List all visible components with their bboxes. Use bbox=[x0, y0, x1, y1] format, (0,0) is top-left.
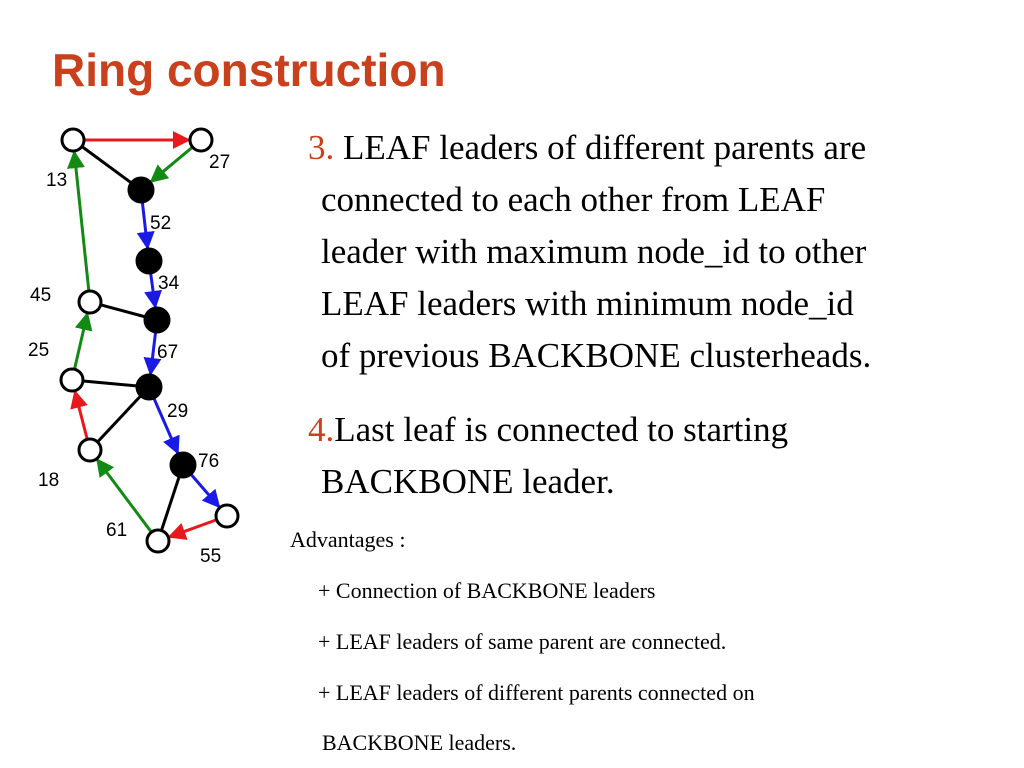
node-13 bbox=[60, 127, 86, 153]
node-label-34: 34 bbox=[158, 273, 180, 294]
node-52 bbox=[127, 176, 155, 204]
node-34 bbox=[135, 247, 163, 275]
edge-n61-n18 bbox=[95, 458, 153, 534]
edge-n13-n52 bbox=[80, 145, 132, 184]
slide-title: Ring construction bbox=[52, 44, 446, 96]
point-number: 3. bbox=[308, 128, 335, 167]
node-29 bbox=[135, 373, 163, 401]
node-label-76: 76 bbox=[198, 451, 219, 472]
point-line: Last leaf is connected to starting bbox=[334, 410, 789, 449]
node-label-27: 27 bbox=[209, 152, 230, 173]
node-label-18: 18 bbox=[38, 470, 59, 491]
edge-n76-n55 bbox=[189, 473, 221, 509]
node-label-13: 13 bbox=[46, 170, 67, 191]
edge-n25-n29 bbox=[82, 379, 137, 388]
node-18 bbox=[77, 437, 103, 463]
node-45 bbox=[77, 289, 103, 315]
edge-n45-n67 bbox=[100, 303, 145, 319]
node-label-55: 55 bbox=[200, 546, 221, 567]
edge-n29-n18 bbox=[97, 394, 142, 443]
edge-n25-n45 bbox=[73, 311, 93, 370]
edge-n76-n61 bbox=[160, 475, 181, 531]
node-67 bbox=[143, 306, 171, 334]
node-label-25: 25 bbox=[28, 340, 49, 361]
point-4: 4.Last leaf is connected to starting BAC… bbox=[308, 404, 1008, 508]
point-line: connected to each other from LEAF bbox=[321, 180, 826, 219]
edge-n27-n52 bbox=[149, 145, 194, 183]
node-label-67: 67 bbox=[157, 342, 178, 363]
point-line: of previous BACKBONE clusterheads. bbox=[321, 336, 872, 375]
edge-n45-n13 bbox=[66, 150, 91, 292]
advantage-item: BACKBONE leaders. bbox=[322, 730, 517, 755]
node-61 bbox=[145, 528, 171, 554]
node-label-29: 29 bbox=[167, 401, 188, 422]
edge-n29-n76 bbox=[152, 397, 180, 455]
node-layer bbox=[59, 127, 240, 554]
label-layer: 13 27 52 34 45 67 25 29 18 76 55 61 bbox=[28, 152, 230, 567]
point-line: LEAF leaders of different parents are bbox=[343, 128, 867, 167]
node-label-61: 61 bbox=[106, 520, 127, 541]
node-label-52: 52 bbox=[150, 213, 171, 234]
edge-n52-n34 bbox=[136, 201, 155, 250]
edge-n67-n29 bbox=[143, 331, 162, 376]
node-25 bbox=[59, 367, 85, 393]
advantages-heading: Advantages : bbox=[290, 527, 406, 552]
node-27 bbox=[188, 127, 214, 153]
edge-n34-n67 bbox=[144, 272, 162, 309]
point-line: BACKBONE leader. bbox=[321, 462, 615, 501]
point-3: 3. LEAF leaders of different parents are… bbox=[308, 122, 1008, 382]
node-76 bbox=[169, 451, 197, 479]
ring-diagram: 13 27 52 34 45 67 25 29 18 76 55 61 bbox=[28, 127, 240, 567]
point-number: 4. bbox=[308, 410, 335, 449]
point-line: LEAF leaders with minimum node_id bbox=[321, 284, 854, 323]
node-label-45: 45 bbox=[30, 285, 51, 306]
point-line: leader with maximum node_id to other bbox=[321, 232, 867, 271]
edge-n55-n61 bbox=[167, 518, 218, 540]
edge-layer bbox=[66, 131, 221, 540]
advantage-item: + LEAF leaders of same parent are connec… bbox=[318, 629, 727, 654]
advantage-item: + Connection of BACKBONE leaders bbox=[318, 578, 656, 603]
advantage-item: + LEAF leaders of different parents conn… bbox=[318, 680, 755, 705]
node-55 bbox=[214, 503, 240, 529]
edge-n18-n25 bbox=[70, 389, 89, 440]
